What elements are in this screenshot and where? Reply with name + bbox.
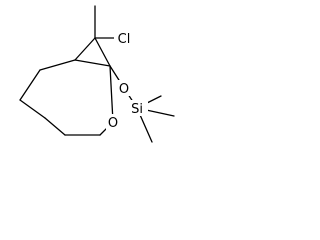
- bond-c8-c7: [94, 37, 111, 67]
- silicon-label-mask: [126, 100, 148, 116]
- bond-c3-c4: [19, 99, 46, 119]
- chlorine-label-mask: [114, 30, 134, 46]
- bond-o-c7: [109, 65, 114, 123]
- ring-oxygen-label-mask: [106, 114, 120, 130]
- silyl-ether-oxygen-atom-label: O: [119, 82, 129, 97]
- silicon-atom-label: Si: [131, 102, 143, 117]
- bond-c1-c2: [39, 59, 76, 71]
- bond-c1-c7: [74, 59, 111, 67]
- ring-oxygen-atom-label: O: [108, 116, 118, 131]
- chlorine-atom-label: Cl: [118, 32, 131, 47]
- molecule-structure: Cl O O Si: [19, 5, 175, 143]
- bond-c8-c1: [74, 37, 96, 61]
- silyl-ether-oxygen-label-mask: [117, 80, 131, 96]
- bond-c2-c3: [19, 69, 41, 101]
- bond-c4-c5: [44, 117, 66, 136]
